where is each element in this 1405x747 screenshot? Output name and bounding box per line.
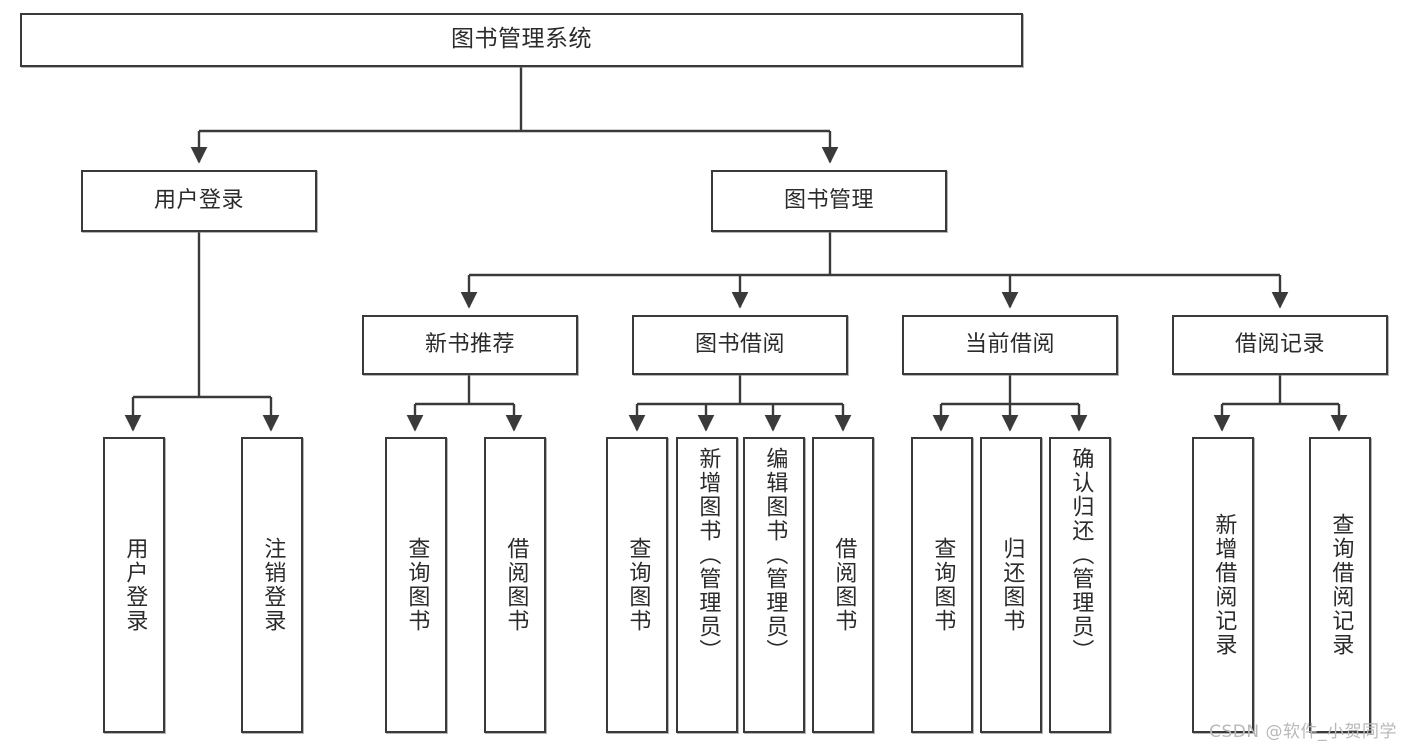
leaf-return-book[interactable]: 归还图书 bbox=[980, 437, 1042, 733]
leaf-user-login[interactable]: 用户登录 bbox=[103, 437, 165, 733]
node-label: 注销登录 bbox=[260, 537, 286, 633]
node-label: 借阅记录 bbox=[1234, 332, 1325, 358]
leaf-confirm-return-admin[interactable]: 确认归还（管理员） bbox=[1049, 437, 1111, 733]
node-book-manage[interactable]: 图书管理 bbox=[711, 170, 947, 232]
node-label: 查询图书 bbox=[930, 537, 956, 633]
node-label: 查询借阅记录 bbox=[1328, 513, 1354, 657]
leaf-query-book-borrow[interactable]: 查询图书 bbox=[606, 437, 668, 733]
node-label: 查询图书 bbox=[625, 537, 651, 633]
node-user-login[interactable]: 用户登录 bbox=[81, 170, 317, 232]
node-current-borrow[interactable]: 当前借阅 bbox=[902, 315, 1118, 375]
node-label: 归还图书 bbox=[999, 537, 1025, 633]
node-label: 借阅图书 bbox=[503, 537, 529, 633]
node-label: 新书推荐 bbox=[424, 332, 515, 358]
leaf-query-book-recommend[interactable]: 查询图书 bbox=[385, 437, 447, 733]
node-label: 图书借阅 bbox=[694, 332, 785, 358]
leaf-logout-login[interactable]: 注销登录 bbox=[241, 437, 303, 733]
node-root-system[interactable]: 图书管理系统 bbox=[20, 13, 1023, 67]
node-label: 借阅图书 bbox=[831, 537, 857, 633]
leaf-query-book-current[interactable]: 查询图书 bbox=[911, 437, 973, 733]
leaf-add-borrow-record[interactable]: 新增借阅记录 bbox=[1192, 437, 1254, 733]
node-new-book-recommend[interactable]: 新书推荐 bbox=[362, 315, 578, 375]
node-label: 查询图书 bbox=[404, 537, 430, 633]
node-label: 用户登录 bbox=[153, 188, 244, 214]
leaf-add-book-admin[interactable]: 新增图书（管理员） bbox=[676, 437, 738, 733]
node-book-borrow[interactable]: 图书借阅 bbox=[632, 315, 848, 375]
node-label: 图书管理系统 bbox=[451, 26, 592, 53]
node-borrow-record[interactable]: 借阅记录 bbox=[1172, 315, 1388, 375]
node-label: 图书管理 bbox=[783, 188, 874, 214]
leaf-borrow-book-borrow[interactable]: 借阅图书 bbox=[812, 437, 874, 733]
node-label: 编辑图书（管理员） bbox=[762, 447, 788, 663]
node-label: 确认归还（管理员） bbox=[1068, 447, 1094, 663]
leaf-query-borrow-record[interactable]: 查询借阅记录 bbox=[1309, 437, 1371, 733]
node-label: 用户登录 bbox=[122, 537, 148, 633]
leaf-edit-book-admin[interactable]: 编辑图书（管理员） bbox=[743, 437, 805, 733]
csdn-watermark: CSDN @软件_小贺同学 bbox=[1209, 722, 1397, 742]
node-label: 新增借阅记录 bbox=[1211, 513, 1237, 657]
node-label: 当前借阅 bbox=[964, 332, 1055, 358]
leaf-borrow-book-recommend[interactable]: 借阅图书 bbox=[484, 437, 546, 733]
node-label: 新增图书（管理员） bbox=[695, 447, 721, 663]
